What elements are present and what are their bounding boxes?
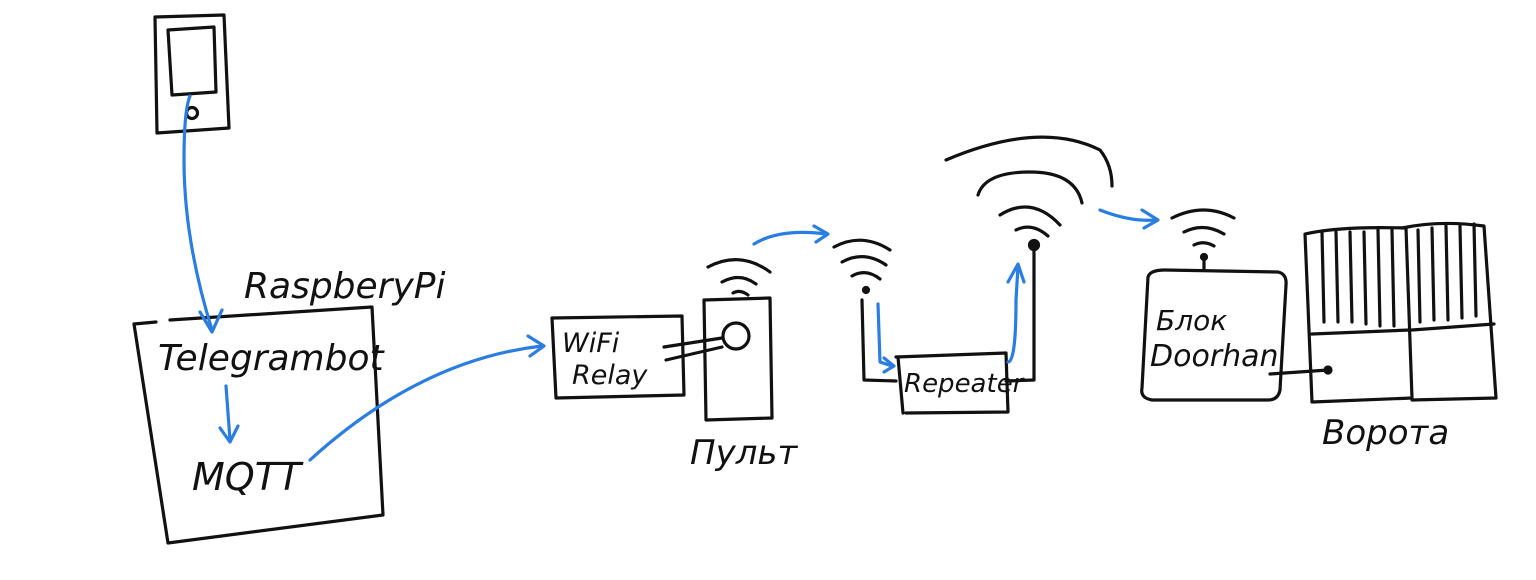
remote-control-icon xyxy=(662,257,774,422)
wifi-relay-label-line2: Relay xyxy=(572,360,648,391)
raspberry-pi-label: RaspberyPi xyxy=(244,266,446,307)
wifi-relay-box xyxy=(550,314,686,400)
arrow-phone-to-bot xyxy=(182,94,214,332)
wifi-signal-icon xyxy=(944,135,1114,238)
smartphone-icon xyxy=(153,13,231,135)
arrow-bot-to-mqtt xyxy=(224,384,232,442)
wifi-relay-label-line1: WiFi xyxy=(562,328,620,359)
doorhan-box xyxy=(1140,208,1333,402)
repeater-label: Repeater xyxy=(904,369,1026,399)
gates-label: Ворота xyxy=(1322,413,1449,453)
wifi-signal-icon xyxy=(832,238,892,295)
mqtt-label: MQTT xyxy=(192,455,304,499)
arrow-mqtt-to-relay xyxy=(308,344,544,462)
flow-arrows xyxy=(182,94,1160,462)
arrow-repeater-to-antenna xyxy=(1006,264,1020,364)
gate-icon xyxy=(1303,221,1498,404)
doorhan-label-line2: Doorhan xyxy=(1150,339,1279,374)
repeater-box xyxy=(860,238,1041,415)
arrow-remote-to-repeater xyxy=(752,230,828,246)
arrow-repeater-to-doorhan xyxy=(1098,208,1158,222)
telegram-bot-label: Telegrambot xyxy=(158,338,386,379)
raspberry-pi-box xyxy=(132,305,385,545)
remote-label: Пульт xyxy=(690,433,798,473)
arrow-antenna-to-repeater xyxy=(876,302,894,368)
doorhan-label-line1: Блок xyxy=(1156,304,1227,337)
